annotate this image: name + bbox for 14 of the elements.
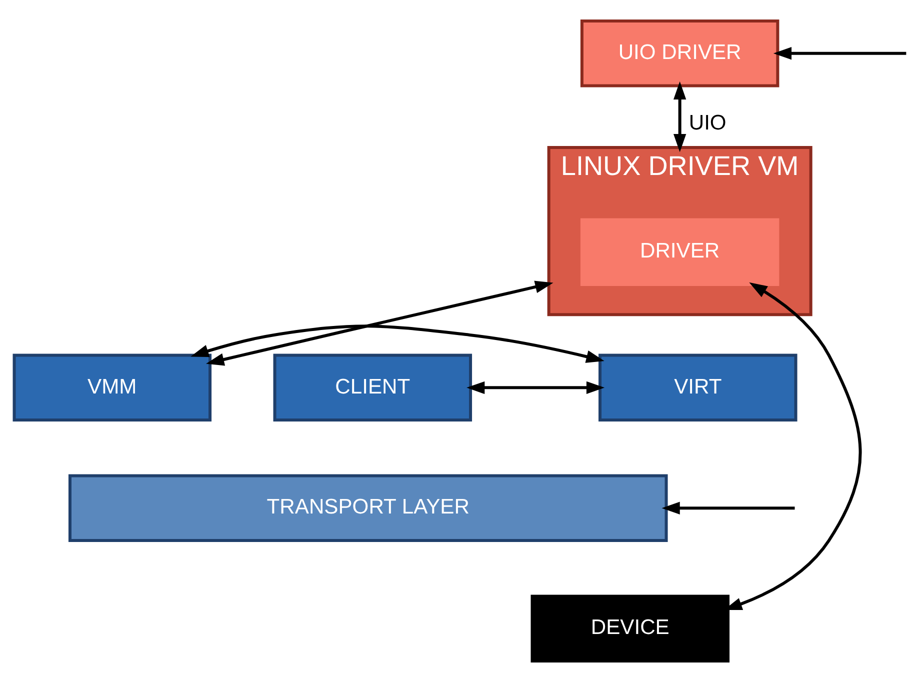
arrow <box>673 81 686 152</box>
node-box: UIO DRIVER <box>580 20 780 88</box>
arrow <box>190 324 604 363</box>
node-box: CLIENT <box>273 354 472 422</box>
edge-label: UIO <box>688 112 726 135</box>
arrow <box>466 381 605 394</box>
node-box: VIRT <box>598 354 798 422</box>
node-box: TRANSPORT LAYER <box>68 474 668 542</box>
node-box: DRIVER <box>580 218 780 286</box>
arrow <box>773 47 906 60</box>
arrow <box>206 280 554 366</box>
arrow <box>662 502 795 514</box>
node-box: VMM <box>12 354 212 422</box>
node-box: DEVICE <box>530 594 730 662</box>
